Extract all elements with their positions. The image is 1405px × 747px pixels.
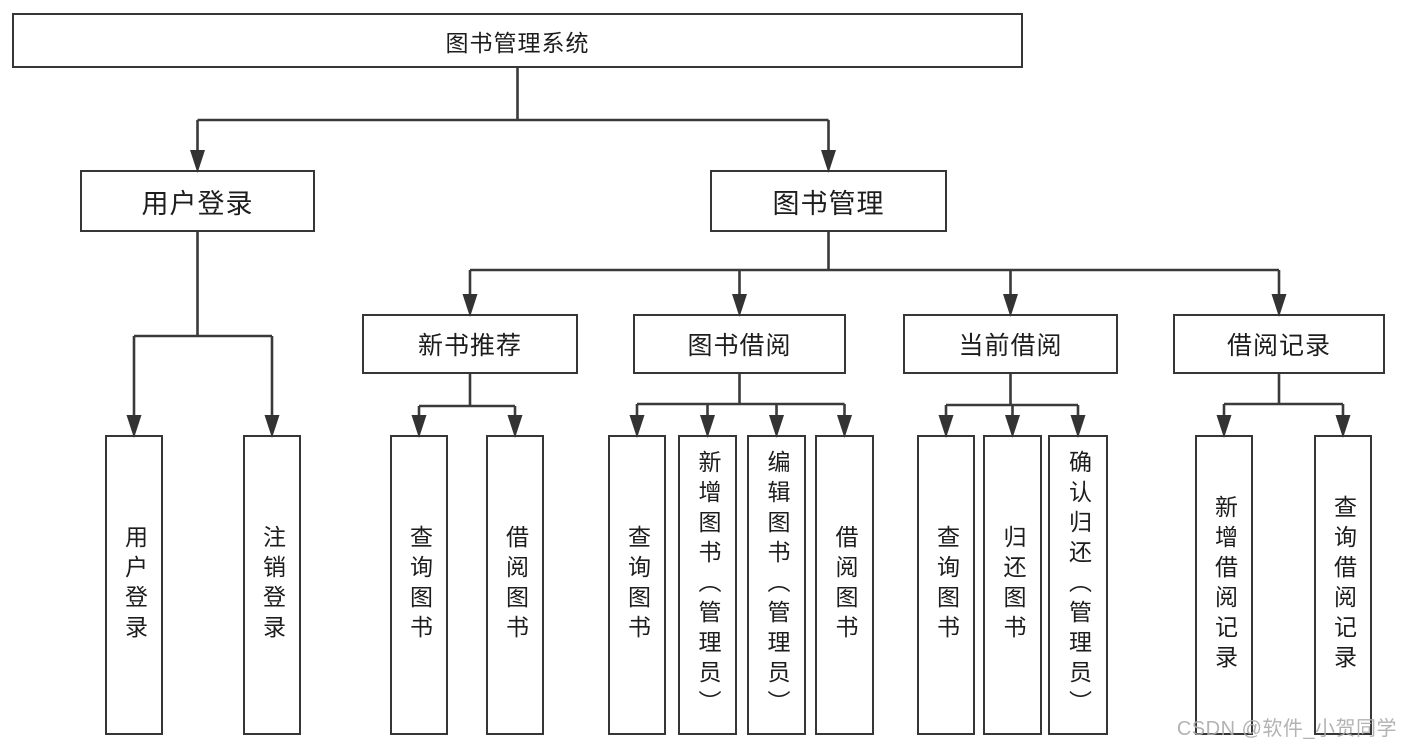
- node-label: 借阅图书: [832, 525, 858, 645]
- node-current-query: 查询图书: [917, 435, 975, 735]
- node-label: 查询图书: [406, 525, 433, 645]
- node-records-query: 查询借阅记录: [1314, 435, 1372, 735]
- node-label: 新增图书（管理员）: [695, 450, 721, 720]
- node-mgmt: 图书管理: [710, 170, 947, 232]
- node-current-return: 归还图书: [983, 435, 1042, 735]
- node-label: 图书管理: [772, 188, 885, 219]
- node-rec: 新书推荐: [362, 314, 578, 374]
- node-label: 查询图书: [624, 525, 651, 645]
- node-borrow-add: 新增图书（管理员）: [678, 435, 737, 735]
- node-current: 当前借阅: [903, 314, 1118, 374]
- node-label: 图书管理系统: [445, 29, 590, 56]
- node-label: 借阅记录: [1226, 332, 1331, 360]
- node-borrow-edit: 编辑图书（管理员）: [747, 435, 806, 735]
- node-label: 注销登录: [259, 525, 286, 645]
- node-login-logout: 注销登录: [243, 435, 301, 735]
- node-label: 归还图书: [1000, 525, 1026, 645]
- node-borrow-borrow: 借阅图书: [815, 435, 874, 735]
- node-login: 用户登录: [80, 170, 315, 232]
- node-label: 确认归还（管理员）: [1065, 450, 1092, 720]
- node-records-add: 新增借阅记录: [1195, 435, 1253, 735]
- node-root: 图书管理系统: [12, 13, 1023, 68]
- node-label: 当前借阅: [958, 332, 1063, 360]
- node-rec-query: 查询图书: [390, 435, 448, 735]
- node-rec-borrow: 借阅图书: [486, 435, 544, 735]
- node-label: 查询借阅记录: [1330, 495, 1357, 675]
- node-current-confirm: 确认归还（管理员）: [1048, 435, 1108, 735]
- node-label: 图书借阅: [687, 332, 792, 360]
- node-label: 用户登录: [121, 525, 148, 645]
- node-records: 借阅记录: [1173, 314, 1385, 374]
- node-login-user: 用户登录: [105, 435, 163, 735]
- node-borrow-query: 查询图书: [608, 435, 666, 735]
- node-label: 编辑图书（管理员）: [764, 450, 790, 720]
- node-label: 用户登录: [141, 188, 254, 219]
- node-label: 新书推荐: [417, 332, 522, 360]
- csdn-watermark: CSDN @软件_小贺同学: [1176, 718, 1397, 740]
- node-label: 借阅图书: [502, 525, 529, 645]
- node-label: 查询图书: [933, 525, 960, 645]
- node-label: 新增借阅记录: [1211, 495, 1238, 675]
- node-borrow: 图书借阅: [633, 314, 846, 374]
